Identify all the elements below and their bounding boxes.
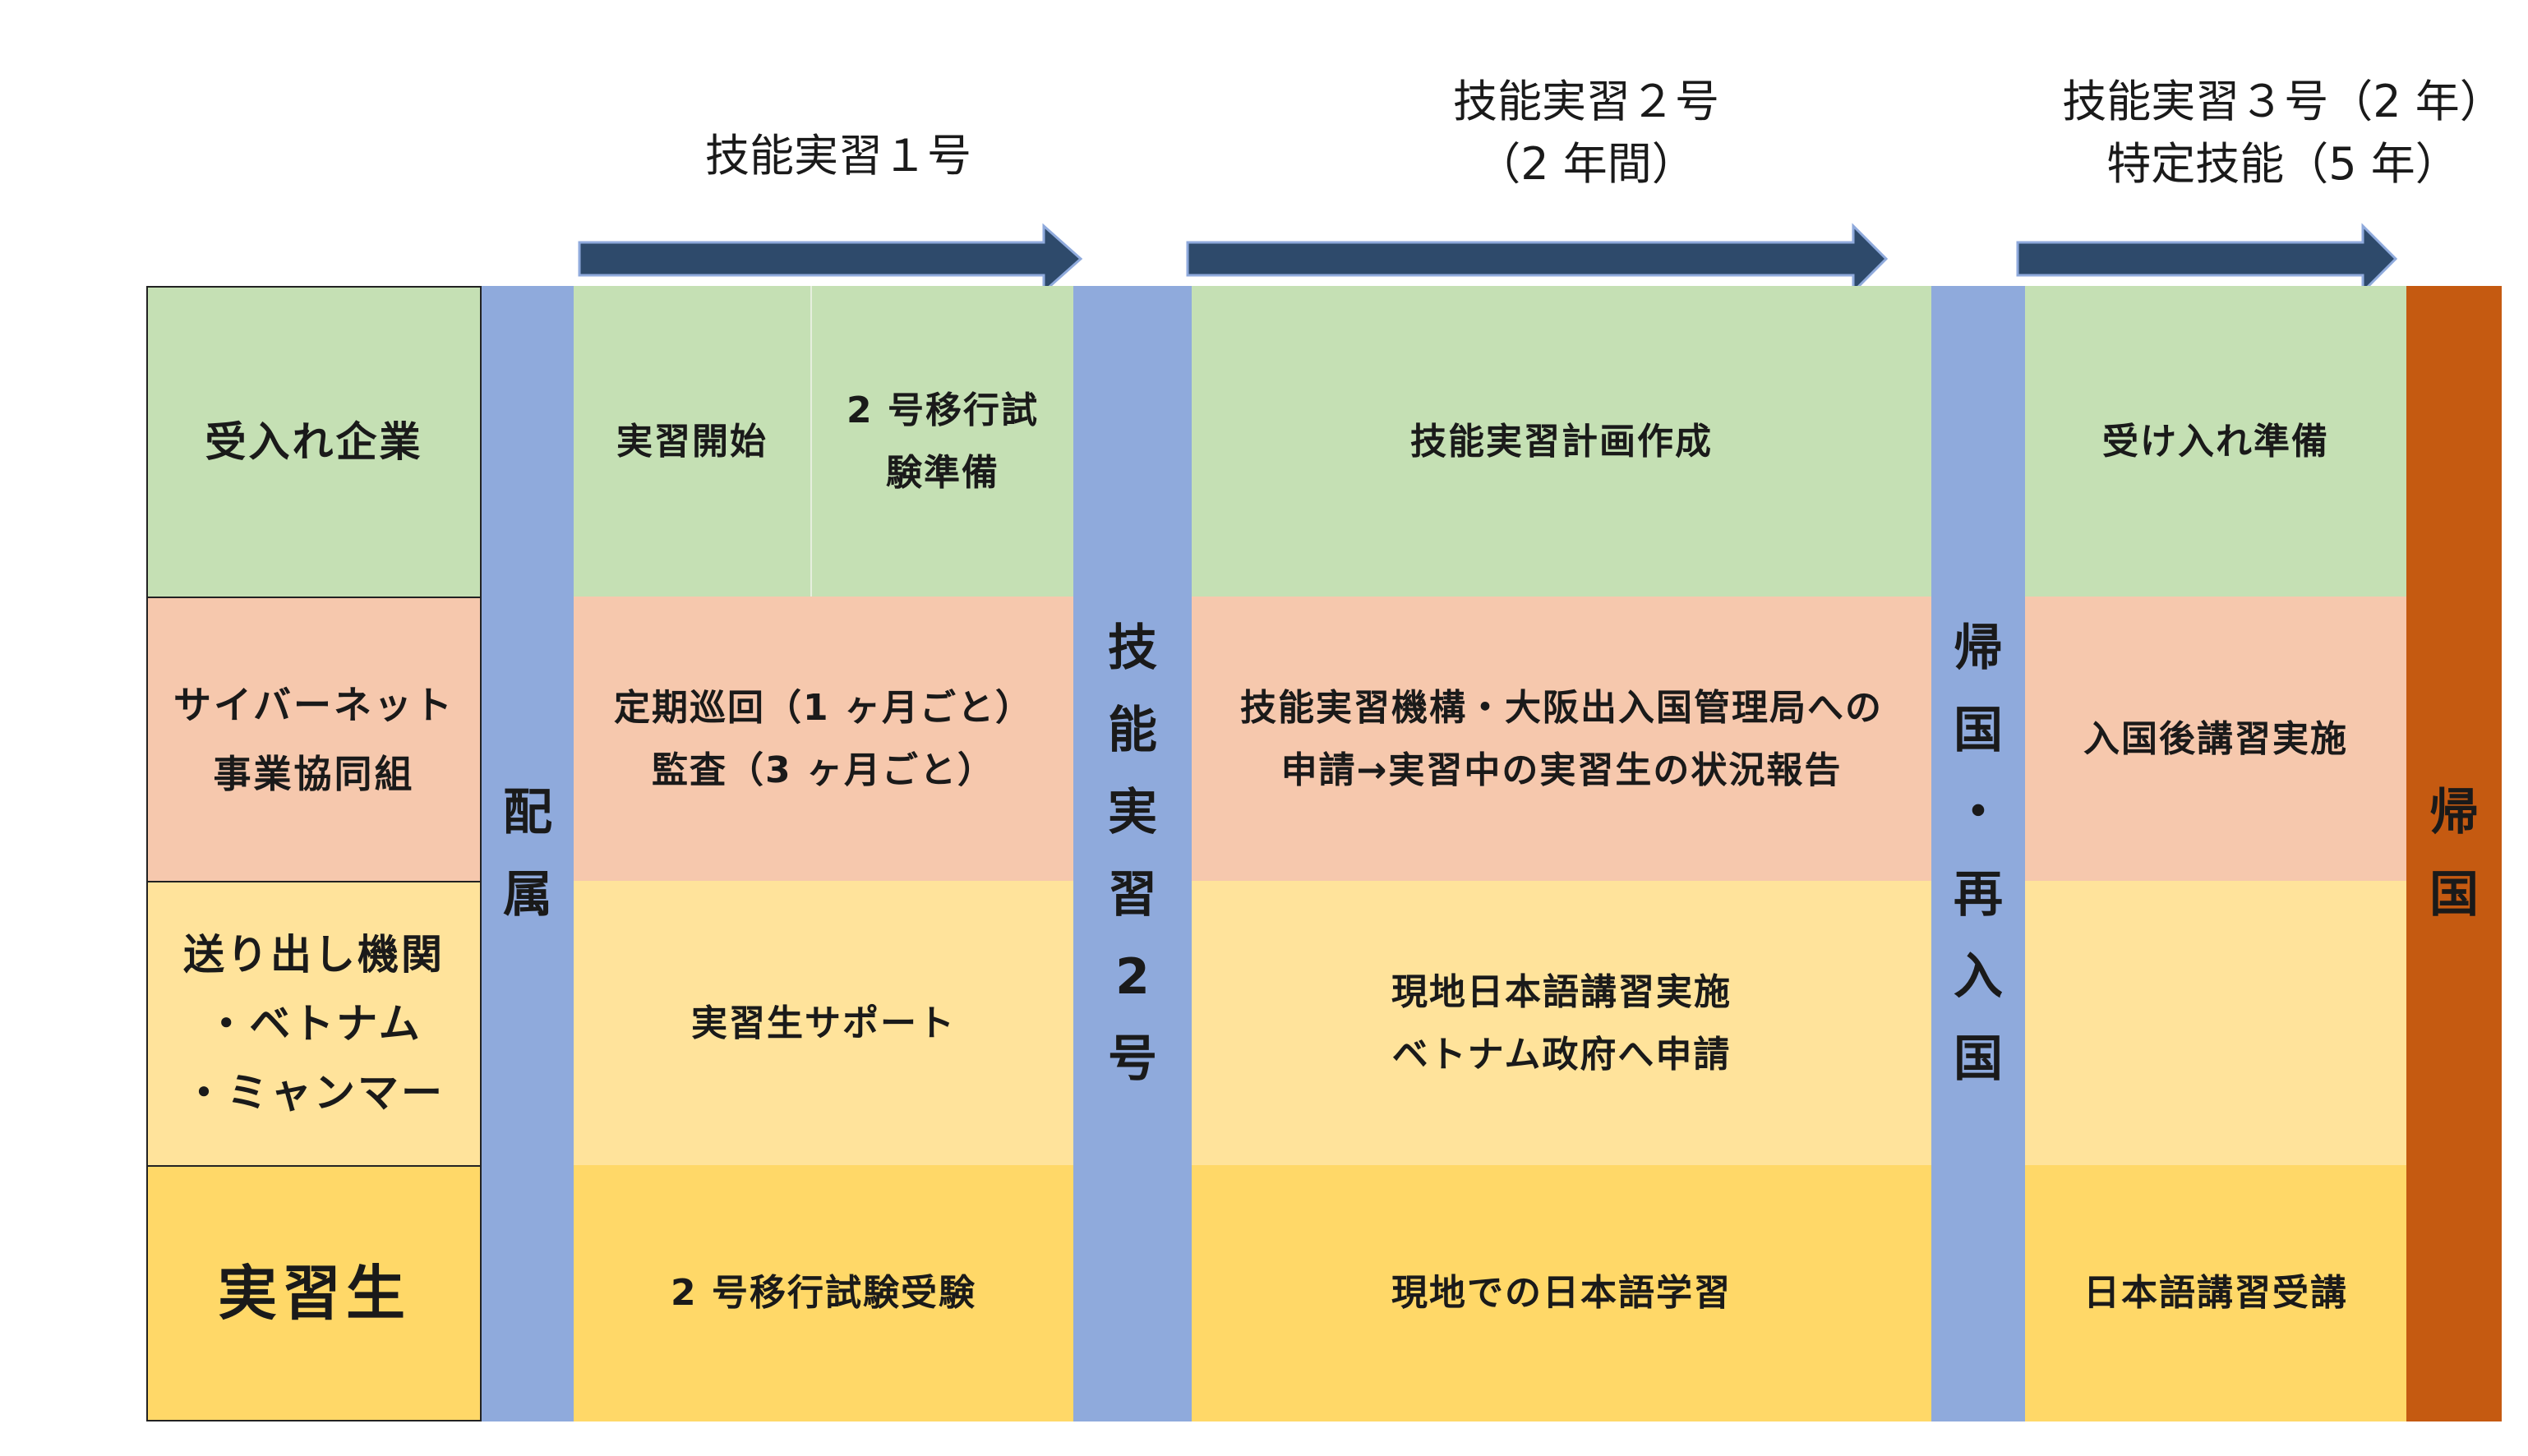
reentry-bar: 帰 国 ・ 再 入 国	[1931, 286, 2025, 1421]
phase1-arrow	[578, 223, 1083, 295]
phase2-start-char: 号	[1108, 1030, 1157, 1088]
p1-trainee-cell: 2 号移行試験受験	[574, 1165, 1073, 1421]
p3-union-cell: 入国後講習実施	[2025, 597, 2406, 882]
phase2-heading: 技能実習２号 （2 年間）	[1453, 76, 1719, 190]
assign-bar: 配 属	[482, 286, 574, 1421]
p2-union-cell: 技能実習機構・大阪出入国管理局への 申請→実習中の実習生の状況報告	[1192, 597, 1931, 882]
return-char: 帰	[2429, 784, 2479, 841]
p2-trainee-cell: 現地での日本語学習	[1192, 1165, 1931, 1421]
reentry-char: 入	[1954, 948, 2003, 1006]
return-bar: 帰 国	[2406, 286, 2502, 1421]
return-char: 国	[2429, 866, 2479, 924]
phase1-heading: 技能実習１号	[705, 130, 971, 182]
assign-char: 属	[503, 866, 552, 924]
row-label-union: サイバーネット 事業協同組	[146, 597, 482, 882]
p1-union-cell: 定期巡回（1 ヶ月ごと） 監査（3 ヶ月ごと）	[574, 597, 1073, 882]
reentry-char: 国	[1954, 702, 2003, 759]
row-label-sending: 送り出し機関 ・ベトナム ・ミャンマー	[146, 881, 482, 1167]
p2-company-cell: 技能実習計画作成	[1192, 286, 1931, 598]
phase2-start-char: 技	[1108, 620, 1157, 677]
assign-char: 配	[503, 784, 552, 841]
phase2-start-char: 能	[1108, 702, 1157, 759]
reentry-char: 再	[1954, 866, 2003, 924]
phase3-heading: 技能実習３号（2 年） 特定技能（5 年）	[2062, 76, 2504, 190]
phase2-start-char: 2	[1115, 948, 1150, 1006]
phase2-start-bar: 技 能 実 習 2 号	[1073, 286, 1192, 1421]
p2-sending-cell: 現地日本語講習実施 ベトナム政府へ申請	[1192, 881, 1931, 1167]
reentry-char: ・	[1954, 784, 2003, 841]
phase3-arrow	[2016, 223, 2398, 295]
p1-company-divider	[810, 286, 812, 598]
reentry-char: 帰	[1954, 620, 2003, 677]
p1-sending-cell: 実習生サポート	[574, 881, 1073, 1167]
phase2-start-char: 習	[1108, 866, 1157, 924]
p1-company-bg	[574, 286, 1073, 598]
reentry-char: 国	[1954, 1030, 2003, 1088]
p3-sending-cell	[2025, 881, 2406, 1167]
p1-company-cell-b: 2 号移行試 験準備	[847, 389, 1039, 494]
p3-company-cell: 受け入れ準備	[2025, 286, 2406, 598]
p3-trainee-cell: 日本語講習受講	[2025, 1165, 2406, 1421]
row-label-company: 受入れ企業	[146, 286, 482, 598]
phase2-start-char: 実	[1108, 784, 1157, 841]
p1-company-cell-a: 実習開始	[616, 421, 768, 463]
phase2-arrow	[1186, 223, 1889, 295]
row-label-trainee: 実習生	[146, 1165, 482, 1421]
